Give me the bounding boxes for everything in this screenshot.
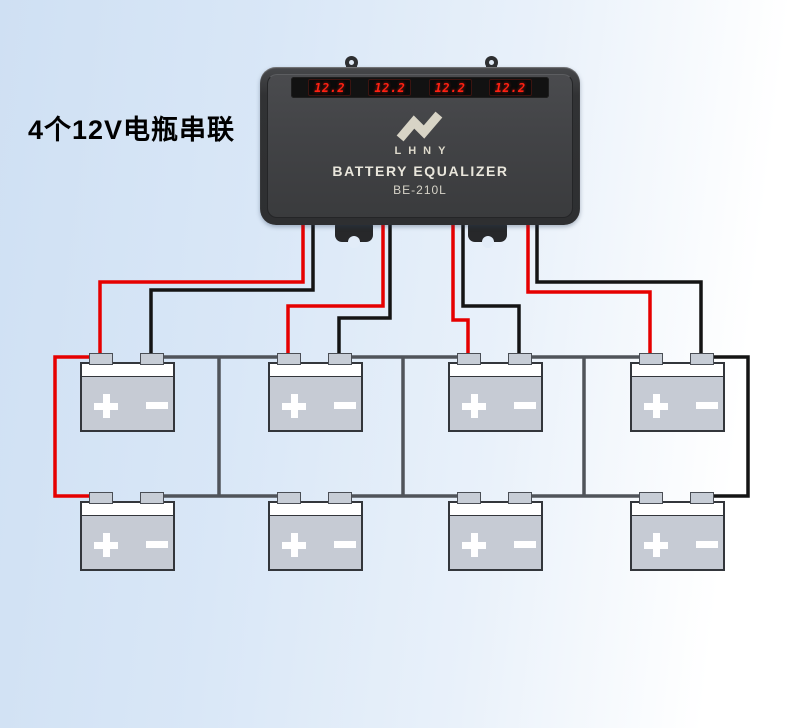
minus-icon <box>696 541 718 548</box>
battery-top-4 <box>630 353 725 432</box>
plus-icon <box>94 394 118 418</box>
negative-terminal <box>690 353 714 365</box>
negative-terminal <box>690 492 714 504</box>
plus-icon <box>644 394 668 418</box>
positive-terminal <box>89 353 113 365</box>
plus-icon <box>644 533 668 557</box>
brand-logo-icon <box>396 111 443 142</box>
positive-terminal <box>639 353 663 365</box>
plus-icon <box>462 394 486 418</box>
sense-wire-black-4 <box>535 220 703 357</box>
sense-wire-red-3 <box>451 220 470 357</box>
positive-terminal <box>89 492 113 504</box>
mounting-foot-icon <box>335 224 373 242</box>
minus-icon <box>514 402 536 409</box>
negative-rail-wire <box>701 355 750 498</box>
brand-name: LHNY <box>394 145 453 157</box>
minus-icon <box>514 541 536 548</box>
plus-icon <box>282 533 306 557</box>
battery-top-1 <box>80 353 175 432</box>
sense-wire-black-3 <box>461 220 521 357</box>
battery-bottom-2 <box>268 492 363 571</box>
positive-terminal <box>457 492 481 504</box>
positive-terminal <box>277 353 301 365</box>
voltage-display-2: 12.2 <box>368 79 412 96</box>
battery-top-2 <box>268 353 363 432</box>
battery-bottom-3 <box>448 492 543 571</box>
positive-terminal <box>277 492 301 504</box>
minus-icon <box>696 402 718 409</box>
negative-terminal <box>328 353 352 365</box>
negative-terminal <box>508 353 532 365</box>
sense-wire-black-2 <box>337 220 392 357</box>
battery-equalizer-device: 12.2 12.2 12.2 12.2 LHNY BATTERY EQUALIZ… <box>260 67 580 225</box>
voltage-display-4: 12.2 <box>488 79 532 96</box>
voltage-display-1: 12.2 <box>308 79 352 96</box>
device-front-panel: 12.2 12.2 12.2 12.2 LHNY BATTERY EQUALIZ… <box>267 74 573 218</box>
device-name: BATTERY EQUALIZER <box>332 163 509 179</box>
plus-icon <box>282 394 306 418</box>
mounting-foot-icon <box>468 224 507 242</box>
voltage-display-3: 12.2 <box>428 79 472 96</box>
led-display-strip: 12.2 12.2 12.2 12.2 <box>291 77 549 98</box>
battery-top-3 <box>448 353 543 432</box>
sense-wire-red-1 <box>98 220 305 357</box>
diagram-caption: 4个12V电瓶串联 <box>28 115 236 145</box>
minus-icon <box>334 402 356 409</box>
minus-icon <box>146 402 168 409</box>
plus-icon <box>94 533 118 557</box>
battery-bottom-1 <box>80 492 175 571</box>
device-model: BE-210L <box>393 183 447 197</box>
sense-wire-red-4 <box>526 220 652 357</box>
positive-rail-wire <box>53 355 100 498</box>
battery-bottom-4 <box>630 492 725 571</box>
positive-terminal <box>639 492 663 504</box>
minus-icon <box>334 541 356 548</box>
minus-icon <box>146 541 168 548</box>
sense-wire-red-2 <box>286 220 385 357</box>
negative-terminal <box>140 353 164 365</box>
negative-terminal <box>508 492 532 504</box>
negative-terminal <box>328 492 352 504</box>
positive-terminal <box>457 353 481 365</box>
negative-terminal <box>140 492 164 504</box>
sense-wire-black-1 <box>149 220 315 357</box>
plus-icon <box>462 533 486 557</box>
